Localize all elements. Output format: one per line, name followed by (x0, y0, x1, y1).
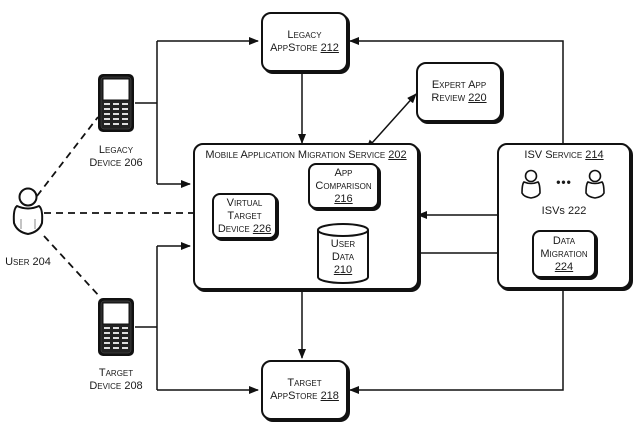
virtual-target-label: Virtual (226, 196, 263, 209)
migration-service-ref: 202 (388, 149, 407, 161)
virtual-target-device-word: Device (217, 222, 250, 235)
target-appstore-label-line2: AppStore 218 (270, 390, 339, 403)
data-migration-ref: 224 (554, 260, 574, 273)
legacy-device-caption: Legacy Device 206 (78, 144, 154, 170)
target-device-phone-icon[interactable] (97, 297, 137, 359)
expert-review-label-line2: Review 220 (431, 92, 486, 105)
app-comparison-label-line2: Comparison (315, 179, 372, 192)
user-dashed-links (36, 116, 212, 298)
data-migration-box[interactable]: Data Migration 224 (532, 230, 596, 278)
legacy-appstore-label-line2: AppStore 212 (270, 42, 339, 55)
isv-person-icon (585, 169, 605, 199)
target-device-label-line2: Device 208 (89, 380, 143, 392)
virtual-target-label-line2: Target (227, 209, 262, 222)
isv-service-title: ISV Service 214 (499, 149, 629, 162)
data-migration-label: Data (552, 234, 576, 247)
target-device-connector (135, 242, 259, 394)
expert-review-box[interactable]: Expert App Review 220 (416, 62, 502, 122)
virtual-target-label-line3: Device 226 (218, 223, 271, 236)
target-device-caption: Target Device 208 (78, 367, 154, 393)
migration-service-name: Mobile Application Migration Service (205, 149, 386, 161)
user-label: User 204 (5, 256, 51, 268)
legacy-appstore-name: AppStore (270, 42, 318, 54)
user-data-ref: 210 (333, 263, 353, 276)
legacy-appstore-box[interactable]: Legacy AppStore 212 (261, 12, 348, 72)
legacy-appstore-ref: 212 (320, 42, 339, 54)
isv-legacy-appstore-link (349, 37, 564, 143)
user-data-box[interactable]: User Data 210 (316, 236, 370, 278)
expert-review-name: Review (431, 92, 466, 104)
legacy-device-label: Legacy (98, 144, 134, 156)
isv-service-ref: 214 (585, 149, 604, 161)
isv-ellipsis: ••• (556, 175, 572, 189)
user-data-label: User (330, 237, 356, 250)
expert-review-ref: 220 (468, 92, 487, 104)
target-appstore-name: AppStore (270, 390, 318, 402)
target-appstore-ref: 218 (320, 390, 339, 402)
legacy-device-phone-icon[interactable] (97, 73, 137, 135)
user-data-label-line2: Data (331, 250, 355, 263)
isv-service-name: ISV Service (524, 149, 583, 161)
app-comparison-ref: 216 (334, 192, 353, 205)
expert-review-label: Expert App (431, 79, 487, 91)
legacy-appstore-label: Legacy (287, 29, 322, 41)
data-migration-label-line2: Migration (540, 247, 588, 260)
virtual-target-device-box[interactable]: Virtual Target Device 226 (212, 193, 277, 239)
legacy-device-label-line2: Device 206 (89, 157, 143, 169)
isv-person-icon (521, 169, 541, 199)
target-appstore-label: Target (287, 377, 322, 389)
user-person-icon[interactable] (11, 185, 45, 237)
isvs-label: ISVs 222 (541, 205, 587, 217)
service-expert-review-link (365, 93, 417, 150)
app-comparison-label: App (334, 166, 353, 179)
target-appstore-box[interactable]: Target AppStore 218 (261, 360, 348, 420)
legacy-device-connector (135, 37, 259, 188)
app-comparison-box[interactable]: App Comparison 216 (308, 163, 379, 209)
migration-service-title: Mobile Application Migration Service 202 (195, 149, 417, 162)
virtual-target-ref: 226 (252, 222, 272, 235)
isv-target-appstore-link (349, 289, 564, 394)
target-device-label: Target (98, 367, 134, 379)
user-data-cylinder-icon (317, 223, 369, 284)
